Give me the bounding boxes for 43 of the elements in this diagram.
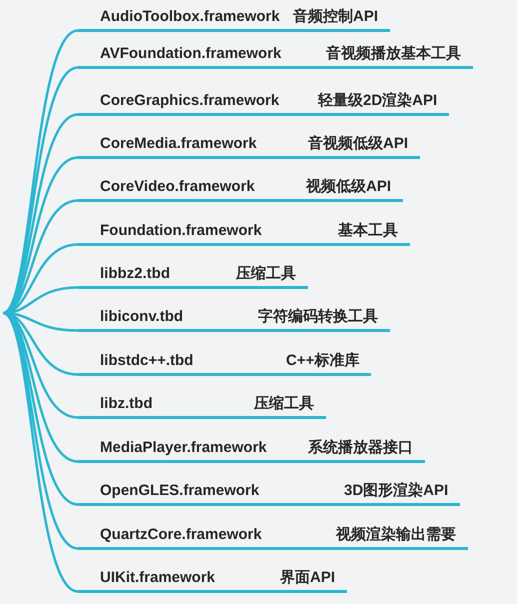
framework-name: OpenGLES.framework bbox=[100, 481, 260, 501]
branch-label bbox=[78, 305, 390, 332]
framework-name: libbz2.tbd bbox=[100, 264, 171, 284]
branch-label bbox=[78, 89, 450, 116]
description: C++标准库 bbox=[286, 352, 360, 369]
framework-name: QuartzCore.framework bbox=[100, 525, 263, 545]
framework-name: AudioToolbox.framework bbox=[100, 7, 281, 27]
description: 字符编码转换工具 bbox=[258, 308, 378, 325]
branch-label bbox=[78, 132, 420, 159]
description: 基本工具 bbox=[338, 222, 398, 239]
branch-label bbox=[78, 175, 404, 202]
framework-name: CoreVideo.framework bbox=[100, 177, 256, 197]
description: 系统播放器接口 bbox=[308, 439, 413, 456]
description: 视频低级API bbox=[306, 178, 392, 195]
description: 音视频播放基本工具 bbox=[326, 45, 461, 62]
branch-label bbox=[78, 436, 425, 463]
description: 音视频低级API bbox=[308, 135, 408, 152]
branch-label bbox=[78, 219, 410, 246]
branch-line bbox=[2, 156, 78, 314]
framework-name: UIKit.framework bbox=[100, 568, 216, 588]
branch-label bbox=[78, 523, 468, 550]
framework-name: CoreGraphics.framework bbox=[100, 91, 280, 111]
description: 音频控制API bbox=[293, 8, 378, 25]
description: 3D图形渲染API bbox=[344, 482, 448, 499]
description: 压缩工具 bbox=[254, 395, 314, 412]
branch-label bbox=[78, 42, 473, 69]
framework-name: Foundation.framework bbox=[100, 221, 263, 241]
description: 压缩工具 bbox=[236, 265, 296, 282]
branch-label bbox=[78, 479, 460, 506]
framework-name: libiconv.tbd bbox=[100, 307, 184, 327]
description: 轻量级2D渲染API bbox=[318, 92, 438, 109]
framework-name: AVFoundation.framework bbox=[100, 44, 282, 64]
branch-label bbox=[78, 392, 326, 419]
framework-name: CoreMedia.framework bbox=[100, 134, 258, 154]
framework-name: libstdc++.tbd bbox=[100, 351, 194, 371]
framework-name: MediaPlayer.framework bbox=[100, 438, 268, 458]
framework-name: libz.tbd bbox=[100, 394, 154, 414]
description: 视频渲染输出需要 bbox=[336, 526, 456, 543]
branch-label bbox=[78, 262, 308, 289]
branch-label bbox=[78, 349, 372, 376]
branch-line bbox=[2, 312, 79, 593]
description: 界面API bbox=[280, 569, 336, 586]
branch-label bbox=[78, 5, 390, 32]
